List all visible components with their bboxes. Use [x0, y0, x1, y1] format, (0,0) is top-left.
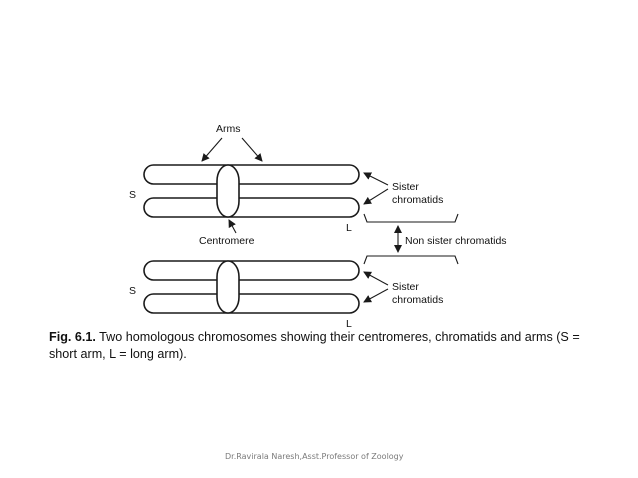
sister-arrow-top-1	[363, 172, 389, 186]
centromere-label: Centromere	[199, 235, 255, 247]
non-sister-bracket-top	[363, 213, 459, 223]
arms-label: Arms	[216, 123, 241, 135]
long-arm-label-bottom: L	[346, 318, 352, 330]
arms-arrow-left	[201, 137, 223, 162]
lower-centromere	[216, 260, 240, 314]
short-arm-label-bottom: S	[129, 285, 136, 297]
footer-credit: Dr.Ravirala Naresh,Asst.Professor of Zoo…	[225, 452, 404, 461]
upper-chromosome	[143, 164, 360, 218]
sister-chromatids-top-line1: Sister	[392, 181, 419, 193]
lower-chromatid-1	[143, 260, 360, 281]
sister-chromatids-bottom-line1: Sister	[392, 281, 419, 293]
sister-chromatids-top-line2: chromatids	[392, 194, 443, 206]
upper-chromatid-1	[143, 164, 360, 185]
figure-number: Fig. 6.1.	[49, 330, 96, 344]
figure-caption-text: Two homologous chromosomes showing their…	[49, 330, 580, 361]
non-sister-bracket-bottom	[363, 255, 459, 265]
sister-arrow-bottom-2	[363, 288, 389, 303]
sister-chromatids-bottom-line2: chromatids	[392, 294, 443, 306]
lower-chromosome	[143, 260, 360, 314]
sister-arrow-top-2	[363, 188, 389, 205]
sister-arrow-bottom-1	[363, 271, 389, 286]
upper-centromere	[216, 164, 240, 218]
non-sister-chromatids-label: Non sister chromatids	[405, 235, 507, 247]
arms-arrow-right	[241, 137, 263, 162]
figure-caption: Fig. 6.1. Two homologous chromosomes sho…	[49, 329, 609, 363]
short-arm-label-top: S	[129, 189, 136, 201]
long-arm-label-top: L	[346, 222, 352, 234]
upper-chromatid-2	[143, 197, 360, 218]
centromere-arrow	[228, 219, 237, 234]
lower-chromatid-2	[143, 293, 360, 314]
